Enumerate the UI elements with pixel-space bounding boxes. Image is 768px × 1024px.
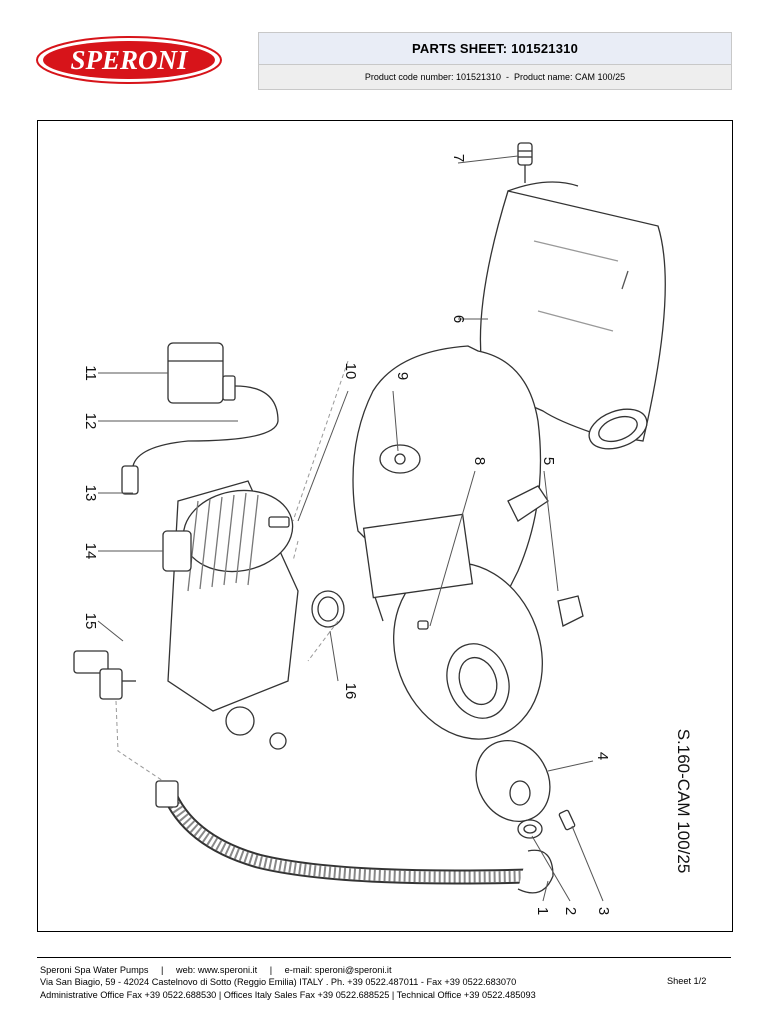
footer-address: Via San Biagio, 59 - 42024 Castelnovo di… bbox=[40, 977, 517, 988]
footer-divider bbox=[37, 957, 731, 958]
part-label-16: 16 bbox=[342, 683, 359, 700]
pressure-gauge-part-16 bbox=[311, 590, 345, 628]
footer-offices: Administrative Office Fax +39 0522.68853… bbox=[40, 989, 536, 1000]
footer-sep-1: | bbox=[161, 965, 164, 975]
part-label-10: 10 bbox=[342, 363, 359, 380]
speroni-logo: SPERONI bbox=[36, 36, 222, 84]
part-label-7: 7 bbox=[450, 154, 467, 162]
pump-motor-part-14 bbox=[162, 480, 299, 750]
plug-part-8 bbox=[417, 620, 429, 630]
part-label-2: 2 bbox=[562, 907, 579, 915]
o-ring-part-2 bbox=[517, 819, 543, 839]
part-number-labels: 11 12 13 14 15 10 9 8 5 6 7 16 4 1 2 3 S… bbox=[82, 154, 693, 915]
part-label-8: 8 bbox=[471, 457, 488, 465]
model-label: S.160-CAM 100/25 bbox=[674, 729, 693, 874]
callout-leaders bbox=[97, 155, 604, 902]
footer: Speroni Spa Water Pumps | web: www.spero… bbox=[40, 964, 640, 1001]
footer-contact-line: Speroni Spa Water Pumps | web: www.spero… bbox=[40, 964, 640, 976]
bolt-part-3 bbox=[558, 809, 576, 831]
cable-plug-part-12-13 bbox=[121, 385, 279, 495]
part-label-3: 3 bbox=[595, 907, 612, 915]
footer-company: Speroni Spa Water Pumps bbox=[40, 965, 149, 975]
parts-sheet-title: PARTS SHEET: 101521310 bbox=[259, 33, 731, 65]
sheet-number: Sheet 1/2 bbox=[667, 976, 707, 986]
footer-sep-2: | bbox=[269, 965, 273, 975]
assembly-lines bbox=[115, 360, 349, 782]
part-label-13: 13 bbox=[82, 485, 99, 502]
part-label-11: 11 bbox=[82, 365, 99, 381]
part-label-6: 6 bbox=[450, 315, 467, 323]
part-label-4: 4 bbox=[594, 752, 611, 760]
drawing-canvas: 11 12 13 14 15 10 9 8 5 6 7 16 4 1 2 3 S… bbox=[73, 142, 693, 915]
part-label-15: 15 bbox=[82, 613, 99, 630]
part-label-9: 9 bbox=[394, 372, 411, 380]
part-label-1: 1 bbox=[534, 907, 551, 915]
pressure-switch-part-11 bbox=[167, 342, 236, 404]
product-name: Product name: CAM 100/25 bbox=[514, 72, 626, 82]
product-code: Product code number: 101521310 bbox=[364, 72, 502, 82]
footer-web: web: www.speroni.it bbox=[175, 965, 258, 975]
part-label-12: 12 bbox=[82, 413, 99, 430]
pressure-vessel-part-6 bbox=[479, 181, 666, 450]
tank-body-part-5 bbox=[352, 345, 584, 740]
header-box: PARTS SHEET: 101521310 Product code numb… bbox=[258, 32, 732, 90]
product-info: Product code number: 101521310 - Product… bbox=[259, 65, 731, 89]
flange-part-4 bbox=[475, 739, 551, 823]
exploded-drawing: 11 12 13 14 15 10 9 8 5 6 7 16 4 1 2 3 S… bbox=[37, 120, 733, 932]
air-valve-part-7 bbox=[517, 142, 533, 183]
part-label-5: 5 bbox=[540, 457, 557, 465]
screw-part-10 bbox=[268, 516, 290, 528]
product-info-separator: - bbox=[506, 72, 510, 82]
part-label-14: 14 bbox=[82, 543, 99, 560]
speroni-logo-graphic: SPERONI bbox=[36, 36, 222, 84]
logo-wordmark: SPERONI bbox=[70, 45, 189, 75]
cap-part-9 bbox=[379, 444, 421, 474]
footer-email: e-mail: speroni@speroni.it bbox=[284, 965, 392, 975]
tee-fitting-part-15 bbox=[73, 650, 136, 700]
